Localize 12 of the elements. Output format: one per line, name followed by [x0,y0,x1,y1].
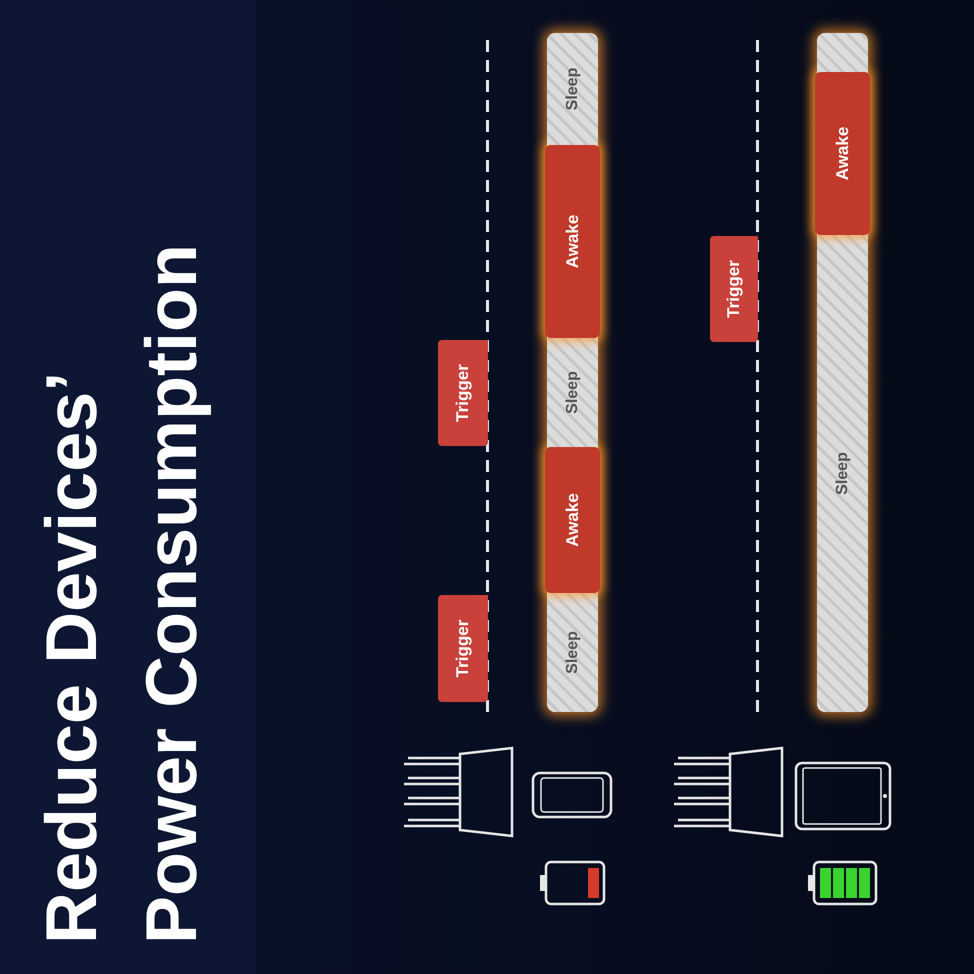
awake-segment: Awake [545,447,600,593]
sleep-segment: Sleep [817,235,868,712]
sleep-segment [817,33,868,72]
awake-segment: Awake [815,72,870,235]
trigger-tag: Trigger [438,340,488,446]
sleep-segment: Sleep [547,338,598,447]
trigger-tag: Trigger [438,595,488,702]
sleep-segment: Sleep [547,593,598,712]
title-heading: Reduce Devices’ Power Consumption [31,243,213,944]
trigger-tag: Trigger [710,236,758,342]
sleep-segment: Sleep [547,33,598,145]
awake-segment: Awake [545,145,600,338]
